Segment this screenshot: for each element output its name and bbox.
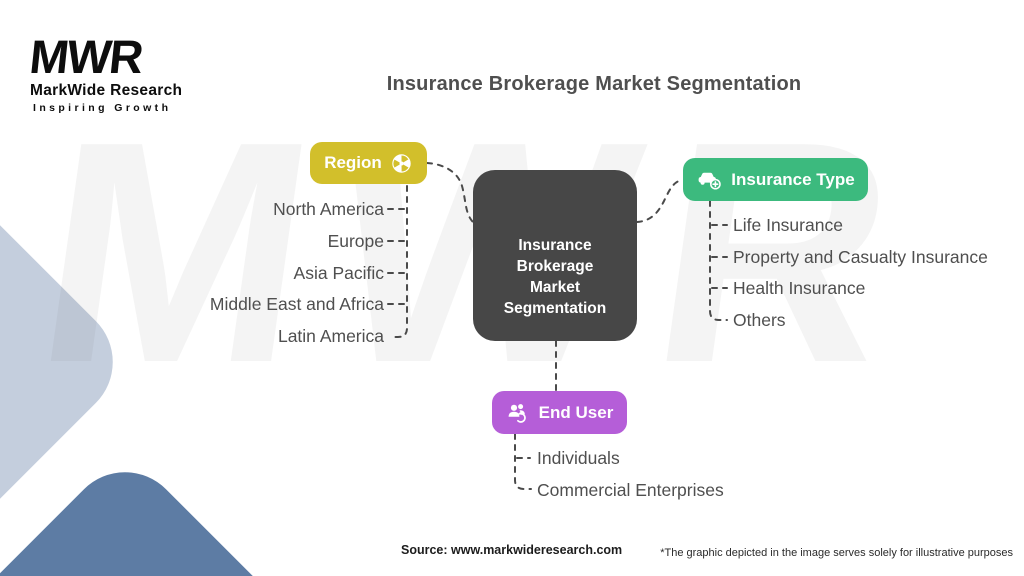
connector-region-spine — [390, 185, 408, 338]
disclaimer-text: *The graphic depicted in the image serve… — [660, 547, 1013, 559]
connector-center-to-region — [426, 162, 474, 223]
region-item: Asia Pacific — [293, 263, 384, 283]
source-text: Source: www.markwideresearch.com — [401, 543, 623, 557]
end-user-item: Commercial Enterprises — [537, 480, 724, 500]
insurance-type-item: Life Insurance — [733, 215, 843, 235]
insurance-type-item: Others — [733, 310, 786, 330]
region-node-label: Region — [324, 153, 382, 172]
region-item: Europe — [327, 231, 384, 251]
car-shield-icon — [696, 168, 723, 192]
region-item: North America — [273, 199, 384, 219]
logo-mark: MWR — [27, 30, 145, 83]
end-user-node: End User — [492, 391, 627, 434]
insurance-type-item: Health Insurance — [733, 278, 866, 298]
logo-tagline: Inspiring Growth — [33, 102, 172, 115]
users-refresh-icon — [506, 401, 531, 425]
end-user-item: Individuals — [537, 448, 620, 468]
region-node: Region — [310, 142, 427, 184]
globe-icon — [390, 152, 413, 175]
page-title: Insurance Brokerage Market Segmentation — [386, 73, 802, 95]
insurance-type-item: Property and Casualty Insurance — [733, 247, 988, 267]
insurance-type-node-label: Insurance Type — [731, 169, 855, 189]
region-item: Middle East and Africa — [209, 294, 384, 314]
region-item: Latin America — [277, 326, 384, 346]
insurance-type-node: Insurance Type — [683, 158, 868, 201]
central-node-label: Insurance Brokerage Market Segmentation — [503, 237, 607, 317]
connector-type-spine — [709, 200, 728, 321]
connector-center-to-type — [636, 179, 684, 223]
end-user-node-label: End User — [538, 402, 614, 422]
logo-name: MarkWide Research — [30, 82, 183, 100]
connector-enduser-spine — [514, 433, 532, 490]
markwide-logo: MWR MarkWide Research Inspiring Growth — [27, 30, 183, 115]
central-segmentation-node: Insurance Brokerage Market Segmentation — [473, 170, 637, 341]
